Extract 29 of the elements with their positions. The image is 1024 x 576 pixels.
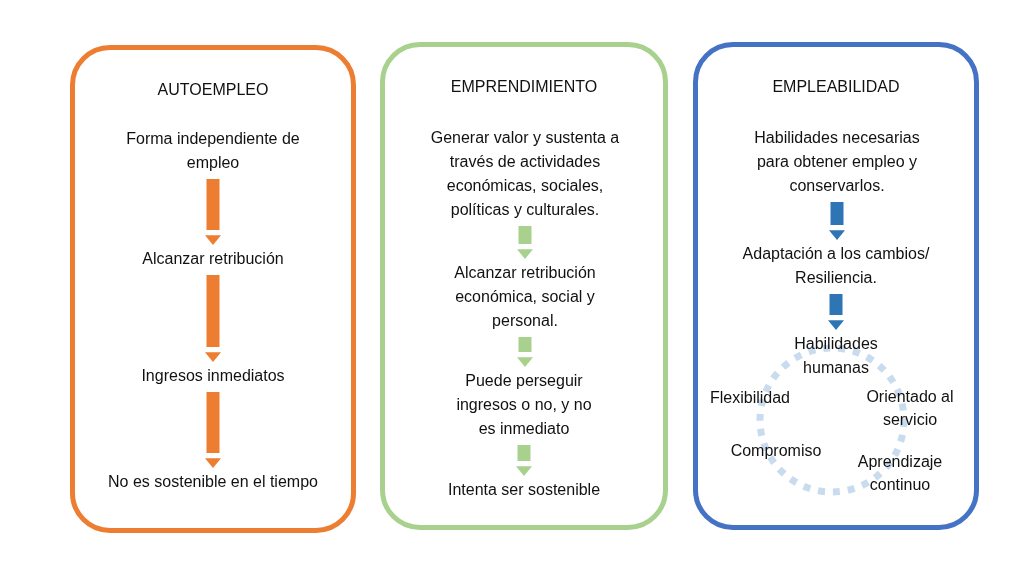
skill-label: Orientado al servicio <box>865 387 955 430</box>
step-text: Adaptación a los cambios/ Resiliencia. <box>741 244 931 288</box>
skill-label: Aprendizaje continuo <box>856 452 944 495</box>
step-text: Alcanzar retribución económica, social y personal. <box>453 263 597 331</box>
category-panel <box>380 42 668 530</box>
step-text: Habilidades necesarias para obtener empleo y conservarlos. <box>753 128 921 196</box>
step-text: Intenta ser sostenible <box>446 480 602 500</box>
panel-heading: AUTOEMPLEO <box>156 80 270 100</box>
skill-label: Flexibilidad <box>708 388 791 408</box>
step-text: Generar valor y sustenta a través de actividades económicas, sociales, políticas y culturales. <box>429 128 621 220</box>
down-arrow <box>828 294 844 330</box>
panel-heading: EMPLEABILIDAD <box>771 77 901 97</box>
down-arrow <box>829 202 845 240</box>
category-panel <box>693 42 979 530</box>
skill-label: Compromiso <box>729 441 823 461</box>
step-text: Forma independiente de empleo <box>125 129 301 173</box>
panel-heading: EMPRENDIMIENTO <box>449 77 599 97</box>
step-text: No es sostenible en el tiempo <box>107 472 319 492</box>
category-panel <box>70 45 356 533</box>
step-text: Habilidades humanas <box>793 334 879 378</box>
down-arrow <box>516 445 532 476</box>
down-arrow <box>205 275 221 362</box>
down-arrow <box>517 226 533 259</box>
down-arrow <box>517 337 533 367</box>
step-text: Alcanzar retribución <box>141 249 285 269</box>
down-arrow <box>205 179 221 245</box>
down-arrow <box>205 392 221 468</box>
step-text: Ingresos inmediatos <box>140 366 286 386</box>
step-text: Puede perseguir ingresos o no, y no es inmediato <box>455 371 593 439</box>
